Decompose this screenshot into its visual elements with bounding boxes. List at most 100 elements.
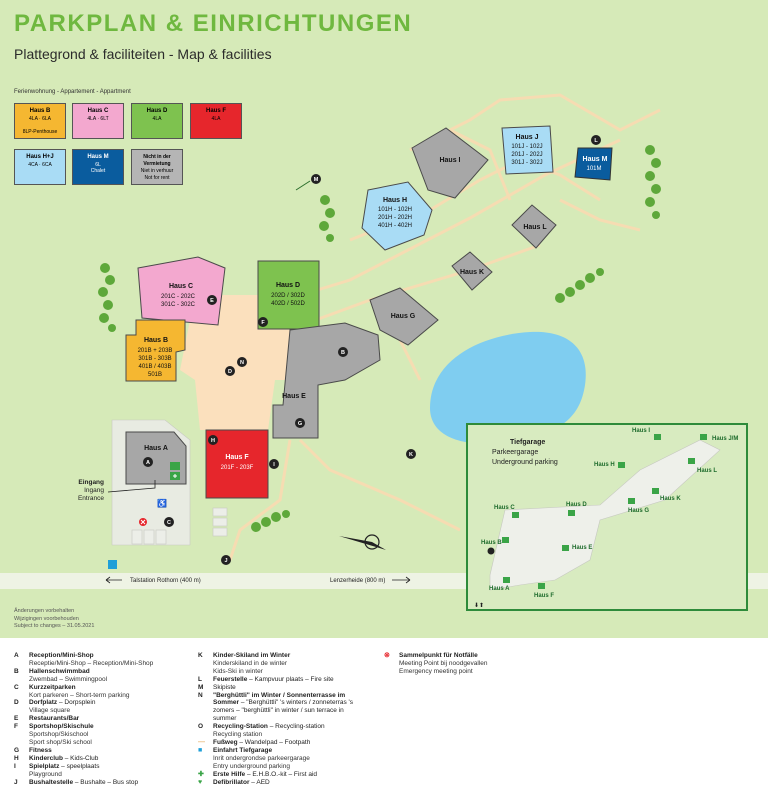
marker-i: I [269,459,279,469]
svg-text:B: B [341,350,345,356]
svg-text:D: D [228,369,232,375]
marker-f: F [258,317,268,327]
building-haus-a [125,431,187,485]
parking-entrance-icon [108,560,117,569]
label-haus-h-units-1: 101H - 102H [378,207,412,213]
building-haus-f [205,429,269,499]
svg-text:F: F [261,320,265,326]
defibrillator-icon [170,462,180,470]
building-haus-e [272,322,381,439]
legend-heading: Ferienwohnung - Appartement - Appartment [14,89,131,95]
map-area: Haus A Haus C 201C - 202C 301C - 302C Ha… [0,0,768,638]
building-haus-j [501,125,554,175]
garage-inset: Tiefgarage Parkeergarage Underground par… [466,423,748,611]
garage-marker-d [487,547,495,555]
building-haus-k [451,251,493,291]
svg-text:L: L [594,138,598,144]
marker-e: E [207,295,217,305]
svg-text:Ingang: Ingang [84,487,104,494]
building-haus-d [257,260,320,330]
label-haus-f: Haus F [225,454,249,461]
building-haus-c [137,256,226,326]
svg-text:E: E [210,298,214,304]
marker-n: N [237,357,247,367]
garage-label-haus-k: Haus K [660,496,681,502]
label-haus-e: Haus E [282,393,306,400]
map-canvas: Haus A Haus C 201C - 202C 301C - 302C Ha… [0,93,768,611]
trees [98,145,661,532]
garage-label-haus-e: Haus E [572,545,592,551]
label-haus-c: Haus C [169,283,193,290]
label-haus-b-units-2: 301B - 303B [138,356,171,362]
label-haus-l: Haus L [523,224,547,231]
label-haus-m-units-1: 101M [586,166,601,172]
label-haus-j: Haus J [516,134,539,141]
garage-title: Tiefgarage [510,439,545,446]
marker-d: D [225,366,235,376]
garage-label-haus-jm: Haus J/M [712,436,738,442]
label-haus-d-units-2: 402D / 502D [271,301,305,307]
entrance-label: Eingang Ingang Entrance [78,479,104,502]
marker-b: B [338,347,348,357]
lake [430,331,586,444]
svg-text:N: N [240,360,244,366]
garage-label-haus-l: Haus L [697,468,717,474]
svg-text:I: I [273,462,275,468]
first-aid-key-icon: ✚ [198,770,204,778]
marker-k: K [406,449,416,459]
marker-c: C [164,517,174,527]
arrow-left-icon [105,576,122,584]
ski-run-arrow-icon [295,180,311,191]
marker-m: M [311,174,321,184]
marker-a: A [143,457,153,467]
road-label-left: Talstation Rothorn (400 m) [130,578,201,584]
garage-label-haus-b: Haus B [481,540,502,546]
marker-h: H [208,435,218,445]
label-haus-f-units-1: 201F - 203F [221,465,254,471]
page-subtitle: Plattegrond & faciliteiten - Map & facil… [14,46,272,62]
label-haus-d: Haus D [276,282,300,289]
label-haus-b-units-4: 501B [148,372,162,378]
building-haus-h [361,181,433,251]
building-haus-m [574,147,613,181]
footnote: Änderungen vorbehalten Wijzigingen voorb… [14,608,95,629]
label-haus-b-units-3: 401B / 403B [138,364,171,370]
building-haus-g [369,287,439,346]
garage-label-haus-f: Haus F [534,593,554,599]
label-haus-a: Haus A [144,445,168,452]
building-haus-b [125,319,186,382]
marker-l: L [591,135,601,145]
arrow-right-icon [392,576,411,584]
garage-entry-arrows-icon: ⬇⬆ [474,602,484,609]
building-haus-l [511,204,557,249]
road-label-right: Lenzerheide (800 m) [330,578,385,584]
garage-title-nl: Parkeergarage [492,449,538,456]
compass-icon [339,534,386,550]
label-haus-b: Haus B [144,337,168,344]
wheelchair-icon: ♿ [157,498,167,508]
label-haus-h-units-2: 201H - 202H [378,215,412,221]
svg-text:A: A [146,460,150,466]
svg-text:Entrance: Entrance [78,495,104,502]
marker-g: G [295,418,305,428]
svg-text:M: M [314,177,319,183]
emergency-meeting-point-icon [139,518,147,526]
label-haus-b-units-1: 201B + 203B [138,348,173,354]
label-haus-d-units-1: 202D / 302D [271,293,305,299]
garage-label-haus-h: Haus H [594,462,615,468]
label-haus-h: Haus H [383,197,407,204]
garage-label-haus-a: Haus A [489,586,510,592]
label-haus-j-units-2: 201J - 202J [511,152,542,158]
building-haus-i [411,127,489,199]
garage-label-haus-g: Haus G [628,508,649,514]
label-haus-c-units-2: 301C - 302C [161,302,196,308]
page-title: PARKPLAN & EINRICHTUNGEN [14,10,413,37]
defibrillator-key-icon: ♥ [198,778,203,786]
svg-text:G: G [298,421,302,427]
svg-text:H: H [211,438,215,444]
